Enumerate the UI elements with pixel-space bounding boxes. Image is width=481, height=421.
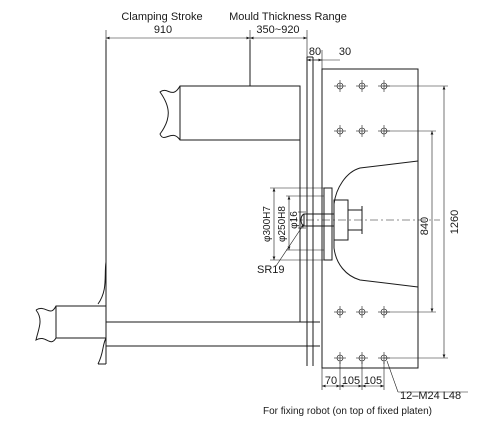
dia-300: φ300H7 [262,206,273,242]
moving-platen [98,40,107,365]
mould-space [249,40,314,366]
clamping-stroke-value: 910 [154,24,172,36]
dim-30: 30 [339,46,351,58]
dim-80: 80 [309,46,321,58]
mould-thickness-label: Mould Thickness Range [229,11,347,23]
dia-16: φ16 [289,211,300,229]
diameter-dimensions [270,187,324,267]
right-dimensions [384,85,448,359]
upper-tie-bar [159,85,301,141]
dim-105-second: 105 [364,375,382,387]
mould-thickness-value: 350~920 [256,24,299,36]
dia-250: φ250H8 [277,206,288,242]
sr19-label: SR19 [257,264,285,276]
lower-tie-bar [106,321,320,347]
clamping-stroke-label: Clamping Stroke [121,11,202,23]
dim-105-first: 105 [342,375,360,387]
dim-70: 70 [325,375,337,387]
holes-spec: 12–M24 L48 [400,390,461,402]
dim-840: 840 [419,217,431,235]
dim-1260: 1260 [449,210,461,234]
bottom-dimensions [321,360,468,393]
fixed-platen [321,68,419,369]
robot-note: For fixing robot (on top of fixed platen… [263,406,432,417]
ejector-cylinder [35,261,107,365]
top-dimensions [105,30,340,69]
